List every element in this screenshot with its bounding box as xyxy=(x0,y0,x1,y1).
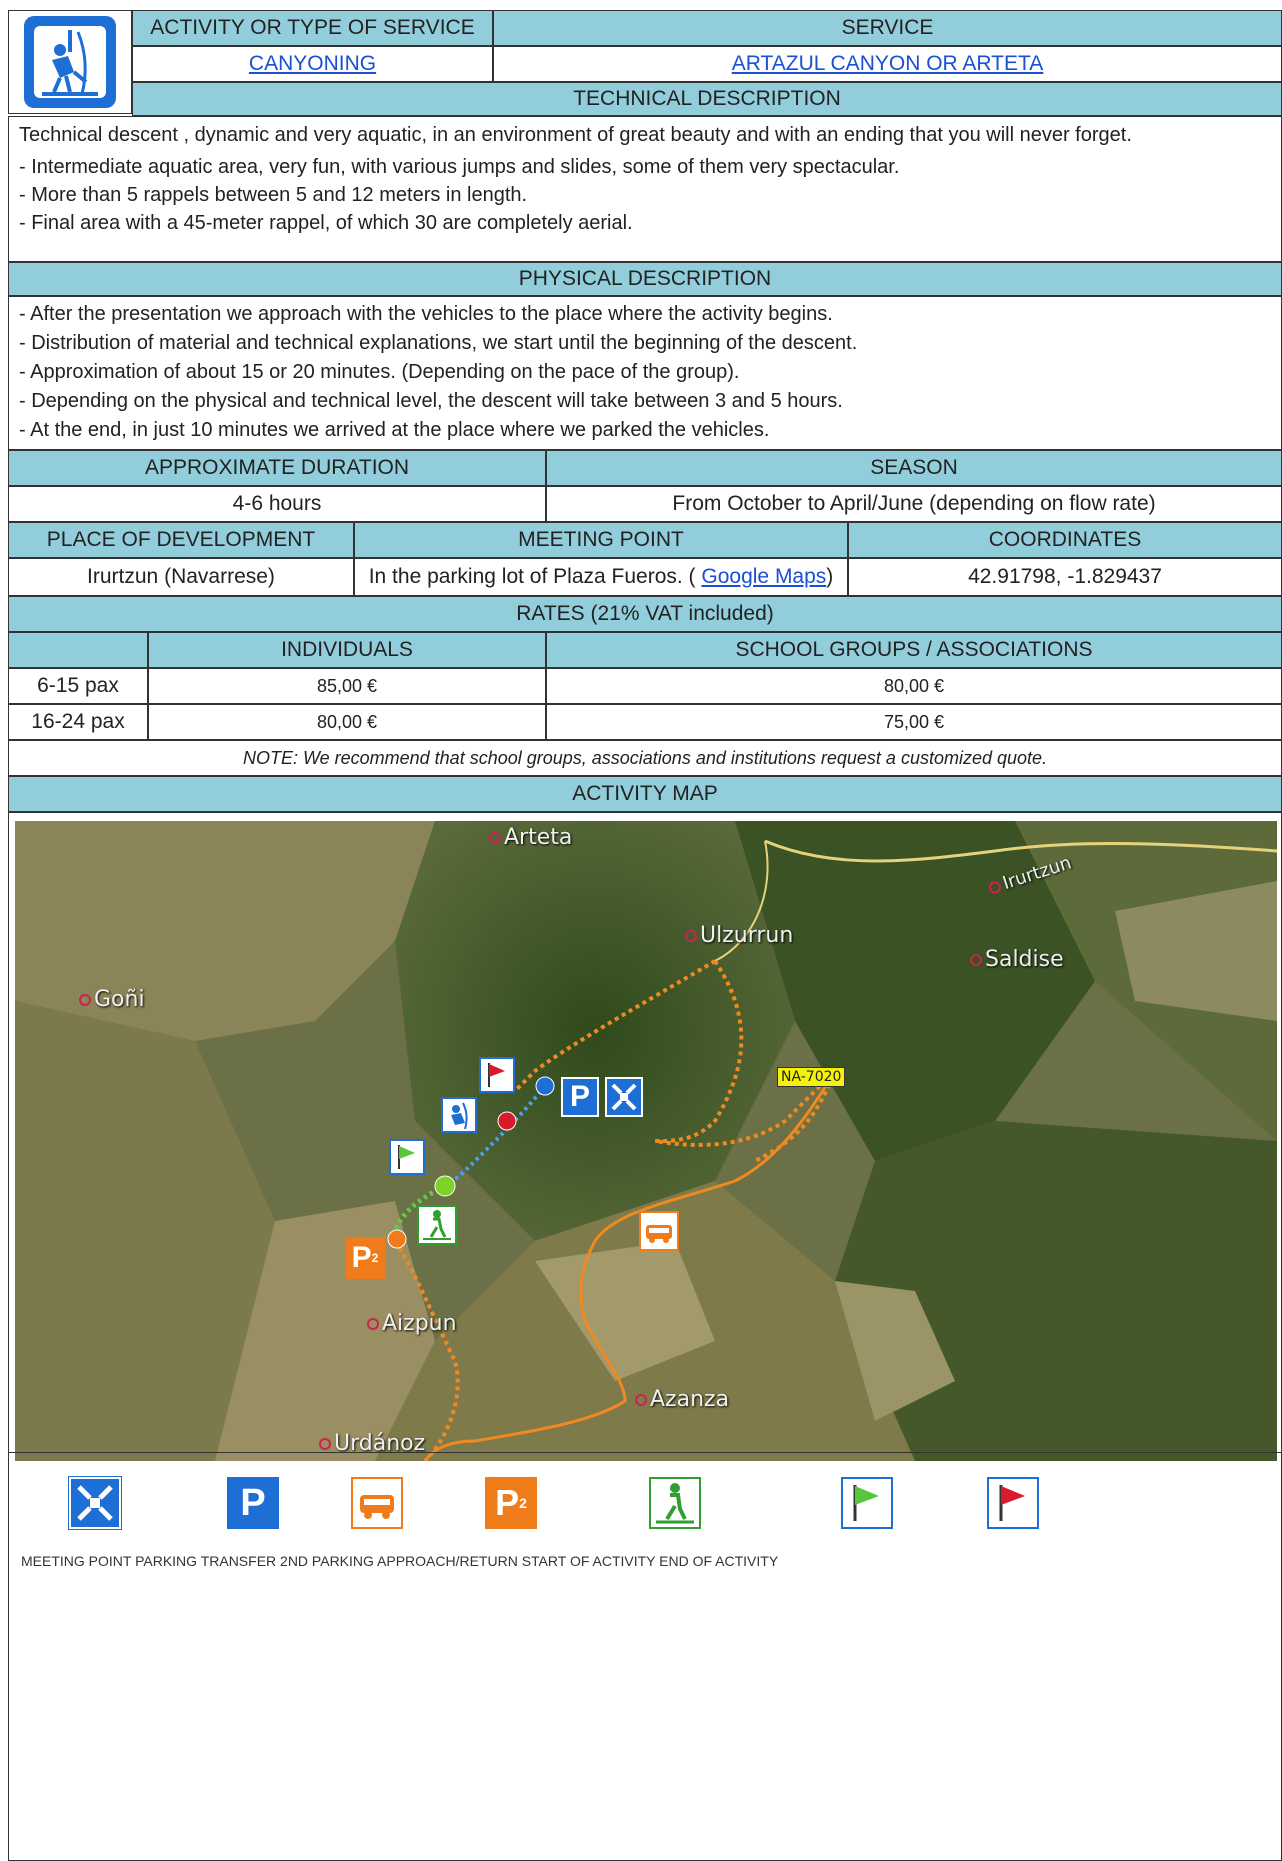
place-ulzurrun: Ulzurrun xyxy=(685,923,793,948)
individuals-header: INDIVIDUALS xyxy=(148,632,546,668)
activity-map[interactable]: Arteta Ulzurrun Saldise Goñi Aizpun Azan… xyxy=(15,821,1277,1461)
place-value: Irurtzun (Navarrese) xyxy=(8,558,354,596)
physical-line: - After the presentation we approach wit… xyxy=(19,303,833,325)
coordinates-value: 42.91798, -1.829437 xyxy=(848,558,1282,596)
place-label: PLACE OF DEVELOPMENT xyxy=(8,522,354,558)
end-of-activity-flag-icon xyxy=(479,1057,515,1093)
physical-line: - Approximation of about 15 or 20 minute… xyxy=(19,361,740,383)
duration-label: APPROXIMATE DURATION xyxy=(8,450,546,486)
road-sign-na7020: NA-7020 xyxy=(777,1067,846,1087)
meeting-point-value: In the parking lot of Plaza Fueros. ( Go… xyxy=(354,558,848,596)
rates-note: NOTE: We recommend that school groups, a… xyxy=(8,740,1282,776)
place-urdanoz: Urdánoz xyxy=(319,1431,425,1456)
physical-description-body: - After the presentation we approach wit… xyxy=(8,296,1282,450)
start-of-activity-flag-icon xyxy=(389,1139,425,1175)
activity-map-title: ACTIVITY MAP xyxy=(8,776,1282,812)
technical-line: - Final area with a 45-meter rappel, of … xyxy=(19,212,633,234)
meeting-point-icon xyxy=(605,1077,643,1117)
second-parking-letter: P xyxy=(351,1241,372,1274)
rates-corner xyxy=(8,632,148,668)
meeting-text-end: ) xyxy=(826,565,834,588)
legend-start-of-activity-icon xyxy=(841,1477,893,1529)
legend-approach-return-icon xyxy=(649,1477,701,1529)
canyoning-logo-icon xyxy=(24,16,116,108)
activity-type-label: ACTIVITY OR TYPE OF SERVICE xyxy=(132,10,493,46)
legend-end-of-activity-icon xyxy=(987,1477,1039,1529)
canyoning-link[interactable]: CANYONING xyxy=(248,52,377,75)
technical-line: - More than 5 rappels between 5 and 12 m… xyxy=(19,184,528,206)
service-link[interactable]: ARTAZUL CANYON OR ARTETA xyxy=(731,52,1044,75)
service-label: SERVICE xyxy=(493,10,1282,46)
parking-icon: P xyxy=(561,1077,599,1117)
legend-labels: MEETING POINT PARKING TRANSFER 2ND PARKI… xyxy=(21,1553,779,1569)
activity-sheet: ACTIVITY OR TYPE OF SERVICE SERVICE CANY… xyxy=(8,10,1282,1861)
season-value: From October to April/June (depending on… xyxy=(546,486,1282,522)
google-maps-link[interactable]: Google Maps xyxy=(701,565,827,588)
legend-second-parking-sub: 2 xyxy=(519,1495,527,1511)
rates-title: RATES (21% VAT included) xyxy=(8,596,1282,632)
map-frame: Arteta Ulzurrun Saldise Goñi Aizpun Azan… xyxy=(8,812,1282,1741)
rate-groups: 75,00 € xyxy=(546,704,1282,740)
groups-header: SCHOOL GROUPS / ASSOCIATIONS xyxy=(546,632,1282,668)
legend-second-parking-letter: P xyxy=(495,1482,520,1523)
rate-individuals: 80,00 € xyxy=(148,704,546,740)
service-cell: ARTAZUL CANYON OR ARTETA xyxy=(493,46,1282,82)
technical-description-title: TECHNICAL DESCRIPTION xyxy=(132,82,1282,116)
place-arteta: Arteta xyxy=(489,825,572,850)
technical-line: Technical descent , dynamic and very aqu… xyxy=(19,124,1132,146)
second-parking-sub: 2 xyxy=(371,1251,379,1265)
place-azanza: Azanza xyxy=(635,1387,729,1412)
rate-row-label: 16-24 pax xyxy=(8,704,148,740)
approach-return-icon xyxy=(417,1205,457,1245)
duration-value: 4-6 hours xyxy=(8,486,546,522)
transfer-icon xyxy=(639,1211,679,1251)
place-aizpun: Aizpun xyxy=(367,1311,457,1336)
place-goni: Goñi xyxy=(79,987,145,1012)
technical-description-body: Technical descent , dynamic and very aqu… xyxy=(8,116,1282,262)
activity-type-cell: CANYONING xyxy=(132,46,493,82)
legend-transfer-icon xyxy=(351,1477,403,1529)
meeting-point-label: MEETING POINT xyxy=(354,522,848,558)
activity-logo-cell xyxy=(8,10,132,114)
place-saldise: Saldise xyxy=(970,947,1064,972)
physical-line: - Distribution of material and technical… xyxy=(19,332,858,354)
technical-line: - Intermediate aquatic area, very fun, w… xyxy=(19,156,900,178)
canyoning-icon xyxy=(441,1097,477,1133)
physical-line: - Depending on the physical and technica… xyxy=(19,390,843,412)
meeting-text: In the parking lot of Plaza Fueros. ( xyxy=(368,565,696,588)
legend-parking-icon: P xyxy=(227,1477,279,1529)
legend-meeting-point-icon xyxy=(68,1476,122,1530)
rate-groups: 80,00 € xyxy=(546,668,1282,704)
map-terrain xyxy=(15,821,1277,1461)
physical-line: - At the end, in just 10 minutes we arri… xyxy=(19,419,770,441)
physical-description-title: PHYSICAL DESCRIPTION xyxy=(8,262,1282,296)
rate-row-label: 6-15 pax xyxy=(8,668,148,704)
season-label: SEASON xyxy=(546,450,1282,486)
coordinates-label: COORDINATES xyxy=(848,522,1282,558)
rate-individuals: 85,00 € xyxy=(148,668,546,704)
